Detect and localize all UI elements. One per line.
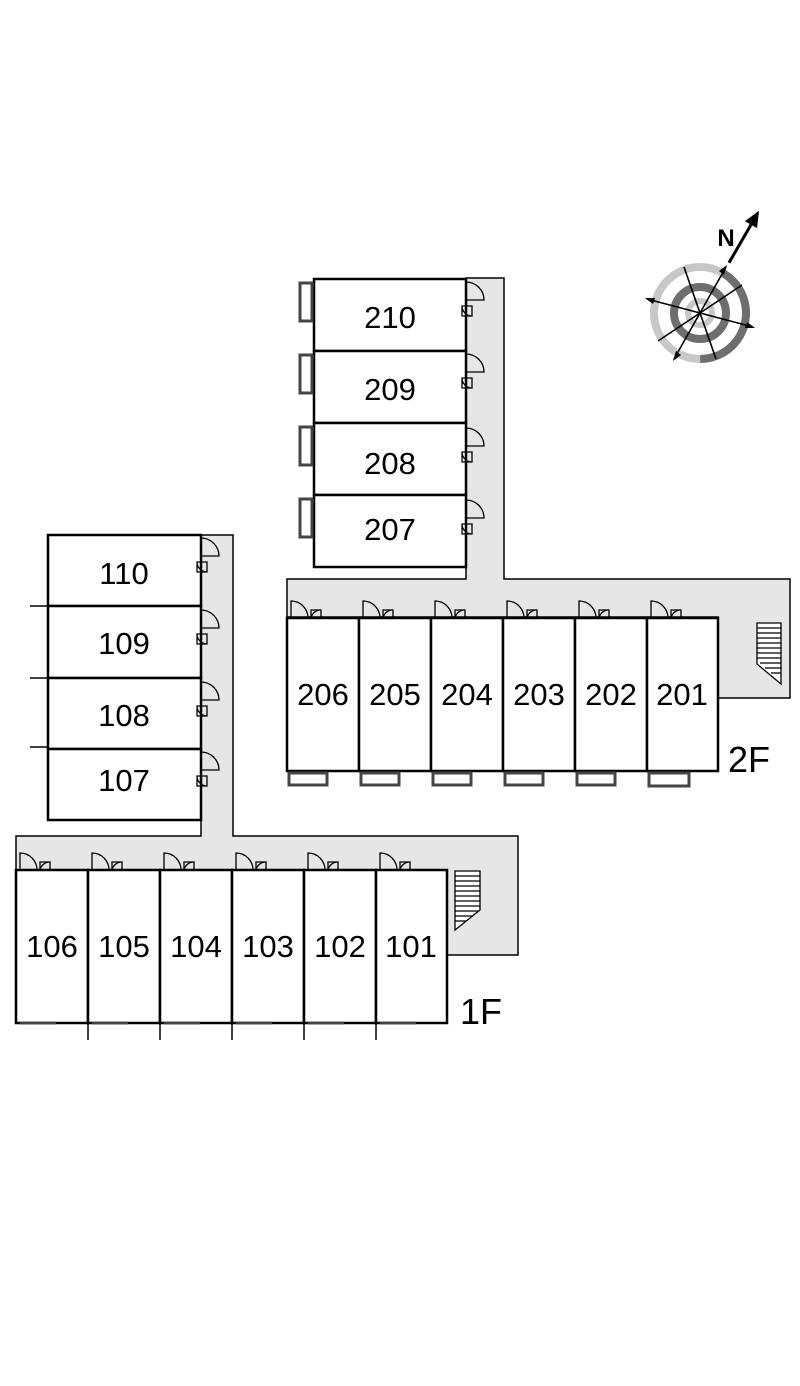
unit-number: 202	[585, 677, 637, 712]
door-icon	[196, 751, 220, 787]
unit-2f-r-1[interactable]: 205	[357, 600, 433, 787]
unit-number: 109	[98, 626, 150, 661]
unit-number: 203	[513, 677, 565, 712]
stairs-1f	[454, 870, 481, 932]
unit-number: 205	[369, 677, 421, 712]
north-arrow-icon: N	[717, 210, 759, 264]
door-icon	[461, 281, 485, 317]
unit-number: 110	[99, 556, 148, 591]
north-label: N	[717, 225, 734, 252]
door-icon	[578, 600, 610, 619]
unit-2f-r-2[interactable]: 204	[429, 600, 505, 787]
unit-number: 104	[170, 929, 222, 964]
door-icon	[91, 852, 123, 871]
door-icon	[19, 852, 51, 871]
unit-number: 206	[297, 677, 349, 712]
unit-2f-v-0[interactable]: 210	[298, 277, 485, 353]
unit-number: 102	[314, 929, 366, 964]
unit-1f-v-3[interactable]: 107	[30, 746, 220, 822]
unit-2f-r-0[interactable]: 206	[285, 600, 361, 787]
unit-number: 207	[364, 512, 416, 547]
floor-1f: 110 109 108 107 106	[14, 533, 519, 1040]
door-icon	[650, 600, 682, 619]
unit-1f-r-1[interactable]: 105	[86, 852, 162, 1040]
unit-2f-r-3[interactable]: 203	[501, 600, 577, 787]
unit-1f-r-5[interactable]: 101	[374, 852, 449, 1040]
unit-1f-r-2[interactable]: 104	[158, 852, 234, 1040]
unit-2f-v-1[interactable]: 209	[298, 349, 485, 425]
door-icon	[196, 537, 220, 573]
unit-number: 209	[364, 372, 416, 407]
unit-1f-v-0[interactable]: 110	[46, 533, 220, 608]
unit-number: 101	[385, 929, 437, 964]
unit-number: 105	[98, 929, 150, 964]
stairs-2f	[756, 622, 782, 686]
door-icon	[434, 600, 466, 619]
unit-number: 208	[364, 446, 416, 481]
unit-number: 106	[26, 929, 78, 964]
door-icon	[196, 609, 220, 645]
door-icon	[461, 427, 485, 463]
unit-2f-v-2[interactable]: 208	[298, 421, 485, 497]
door-icon	[461, 353, 485, 389]
unit-2f-r-4[interactable]: 202	[573, 600, 649, 787]
door-icon	[196, 681, 220, 717]
door-icon	[379, 852, 411, 871]
unit-1f-v-1[interactable]: 109	[30, 604, 220, 680]
unit-1f-r-0[interactable]: 106	[14, 852, 90, 1025]
door-icon	[461, 499, 485, 535]
floor-label-1f: 1F	[460, 991, 502, 1032]
door-icon	[235, 852, 267, 871]
unit-2f-r-5[interactable]: 201	[645, 600, 720, 788]
unit-1f-r-3[interactable]: 103	[230, 852, 306, 1040]
unit-1f-r-4[interactable]: 102	[302, 852, 378, 1040]
unit-number: 204	[441, 677, 493, 712]
floor-2f: 210 209 208 207 206	[285, 277, 791, 788]
door-icon	[506, 600, 538, 619]
floor-label-2f: 2F	[728, 739, 770, 780]
unit-number: 103	[242, 929, 294, 964]
compass-icon: N	[645, 210, 759, 363]
door-icon	[163, 852, 195, 871]
unit-number: 201	[656, 677, 708, 712]
door-icon	[307, 852, 339, 871]
unit-2f-v-3[interactable]: 207	[298, 493, 485, 569]
door-icon	[362, 600, 394, 619]
unit-1f-v-2[interactable]: 108	[30, 676, 220, 751]
unit-number: 108	[98, 698, 150, 733]
unit-number: 107	[98, 763, 150, 798]
unit-number: 210	[364, 300, 416, 335]
door-icon	[290, 600, 322, 619]
